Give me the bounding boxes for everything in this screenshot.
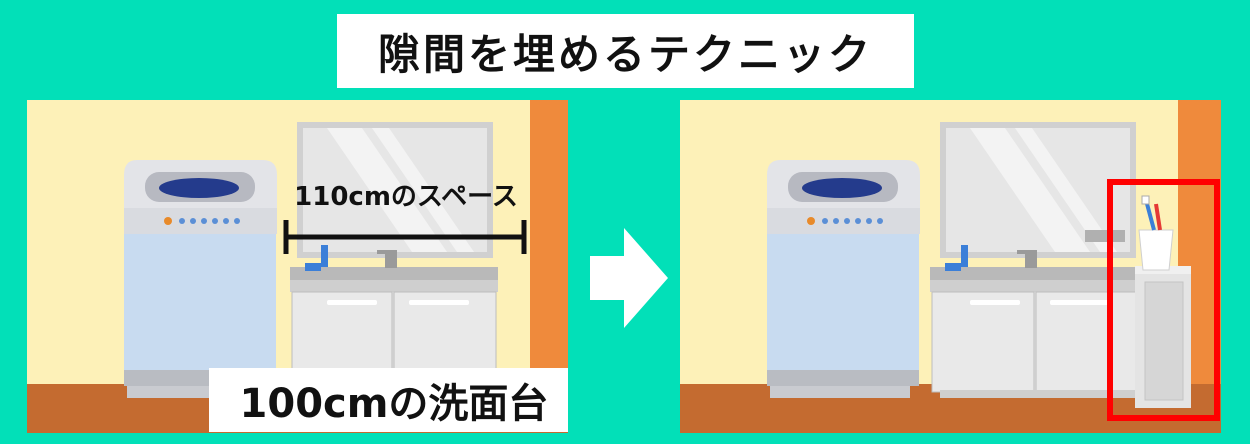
- right-arrow-icon: [590, 228, 668, 328]
- title-banner: 隙間を埋めるテクニック: [337, 14, 914, 88]
- vanity-label: 100cmの洗面台: [209, 368, 568, 432]
- measure-line: [283, 220, 527, 254]
- highlight-frame: [1107, 179, 1220, 421]
- gap-shelf-icon: [1135, 195, 1191, 408]
- washing-machine-icon: [124, 160, 277, 398]
- space-label: 110cmのスペース: [294, 181, 518, 212]
- mirror-icon: [940, 122, 1136, 258]
- before-illustration: 110cmのスペース 100cmの洗面台: [27, 100, 568, 433]
- vanity-icon: [930, 245, 1140, 398]
- page-title: 隙間を埋めるテクニック: [377, 29, 873, 79]
- washing-machine-icon: [767, 160, 920, 398]
- after-illustration: [680, 100, 1221, 433]
